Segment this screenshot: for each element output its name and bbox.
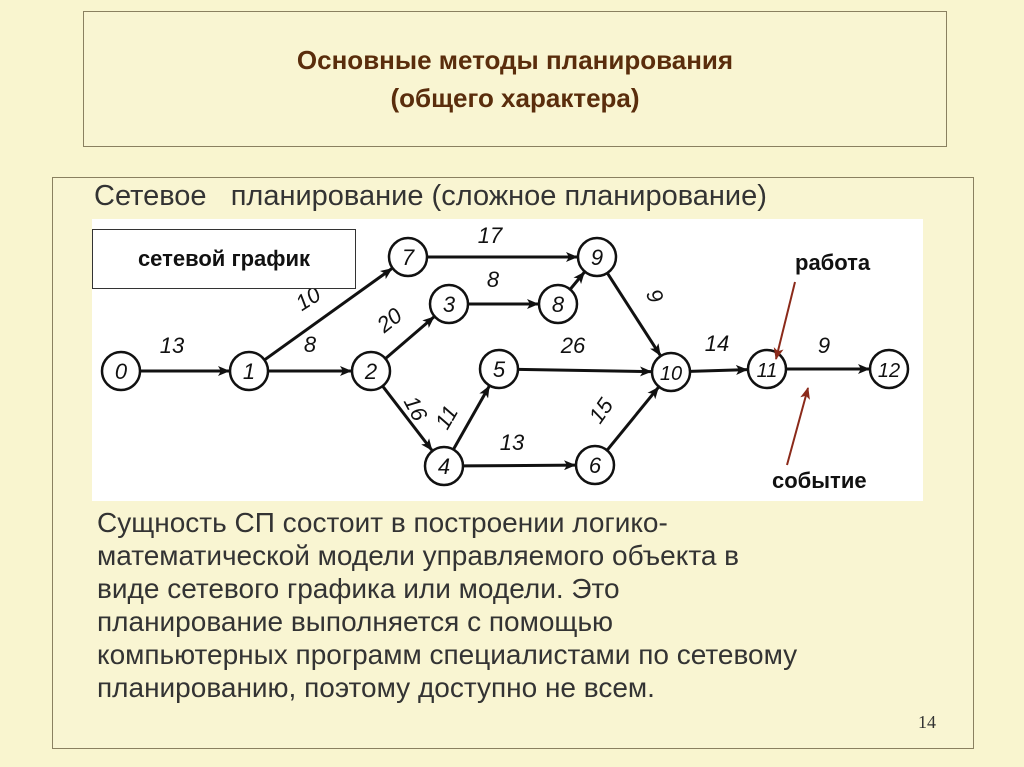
body-line: виде сетевого графика или модели. Это xyxy=(97,573,620,604)
event-node-label: 11 xyxy=(757,360,778,382)
event-node-circle xyxy=(100,350,142,392)
event-node-circle xyxy=(868,348,910,390)
event-node-circle xyxy=(423,445,465,487)
event-node-circle xyxy=(387,236,429,278)
edge-label-6-10: 15 xyxy=(584,393,619,428)
event-node-9: 9 xyxy=(576,236,618,278)
event-node-label: 7 xyxy=(402,245,415,270)
edge-label-2-4: 16 xyxy=(399,392,433,426)
event-node-label: 1 xyxy=(243,359,255,384)
edge-label-2-3: 20 xyxy=(371,302,407,338)
event-node-label: 2 xyxy=(364,359,377,384)
event-node-label: 5 xyxy=(493,357,506,382)
edge-label-4-5: 11 xyxy=(430,401,463,433)
body-line: планирование выполняется с помощью xyxy=(97,606,614,637)
event-node-2: 2 xyxy=(350,350,392,392)
edge-label-10-11: 14 xyxy=(705,331,729,356)
event-node-4: 4 xyxy=(423,445,465,487)
edge-label-1-2: 8 xyxy=(304,332,317,357)
title-line-2: (общего характера) xyxy=(390,83,640,113)
event-node-label: 0 xyxy=(115,359,128,384)
work-callout-label: работа xyxy=(795,250,871,275)
edge-1-7 xyxy=(263,267,393,362)
event-node-6: 6 xyxy=(574,444,616,486)
work-callout-arrow xyxy=(773,281,796,360)
edge-label-3-8: 8 xyxy=(487,267,500,292)
title-box: Основные методы планирования (общего хар… xyxy=(83,11,947,147)
event-node-circle xyxy=(650,351,692,393)
event-node-circle xyxy=(350,350,392,392)
event-node-label: 8 xyxy=(552,292,565,317)
subtitle: Сетевое планирование (сложное планирован… xyxy=(94,180,767,212)
edge-6-10 xyxy=(605,386,660,452)
page-number: 14 xyxy=(918,712,936,732)
event-node-label: 4 xyxy=(438,454,450,479)
event-node-circle xyxy=(574,444,616,486)
event-node-label: 12 xyxy=(878,360,900,382)
edge-label-9-10: 9 xyxy=(641,285,669,306)
edge-5-10 xyxy=(517,366,653,377)
body-paragraph: Сущность СП состоит в построении логико-… xyxy=(97,506,977,704)
body-line: планированию, поэтому доступно не всем. xyxy=(97,672,655,703)
event-node-5: 5 xyxy=(478,348,520,390)
title-line-1: Основные методы планирования xyxy=(296,45,734,75)
body-line: математической модели управляемого объек… xyxy=(97,540,740,571)
edge-9-10 xyxy=(606,272,662,357)
event-node-11: 11 xyxy=(746,348,788,390)
event-node-label: 3 xyxy=(443,292,456,317)
event-node-7: 7 xyxy=(387,236,429,278)
edge-2-3 xyxy=(384,315,435,360)
event-node-label: 6 xyxy=(589,453,602,478)
body-line: Сущность СП состоит в построении логико- xyxy=(97,507,668,538)
edge-label-4-6: 13 xyxy=(500,430,525,455)
event-node-label: 9 xyxy=(591,245,603,270)
event-callout-arrow xyxy=(786,387,810,466)
edge-2-4 xyxy=(381,385,434,452)
body-line: компьютерных программ специалистами по с… xyxy=(97,639,798,670)
event-node-3: 3 xyxy=(428,283,470,325)
event-node-0: 0 xyxy=(100,350,142,392)
edge-label-5-10: 26 xyxy=(560,333,586,358)
event-node-circle xyxy=(537,283,579,325)
event-node-1: 1 xyxy=(228,350,270,392)
event-node-label: 10 xyxy=(660,363,682,385)
event-callout-label: событие xyxy=(772,468,867,493)
edge-8-9 xyxy=(568,271,586,291)
edge-label-7-9: 17 xyxy=(478,223,503,248)
network-graph-label: сетевой график xyxy=(92,229,356,289)
event-node-10: 10 xyxy=(650,351,692,393)
event-node-8: 8 xyxy=(537,283,579,325)
edge-4-6 xyxy=(462,460,577,471)
edge-10-11 xyxy=(689,364,749,375)
edge-label-0-1: 13 xyxy=(160,333,185,358)
event-node-12: 12 xyxy=(868,348,910,390)
event-node-circle xyxy=(228,350,270,392)
event-node-circle xyxy=(576,236,618,278)
event-node-circle xyxy=(428,283,470,325)
edge-4-5 xyxy=(452,385,491,451)
edge-label-11-12: 9 xyxy=(818,333,830,358)
event-node-circle xyxy=(478,348,520,390)
